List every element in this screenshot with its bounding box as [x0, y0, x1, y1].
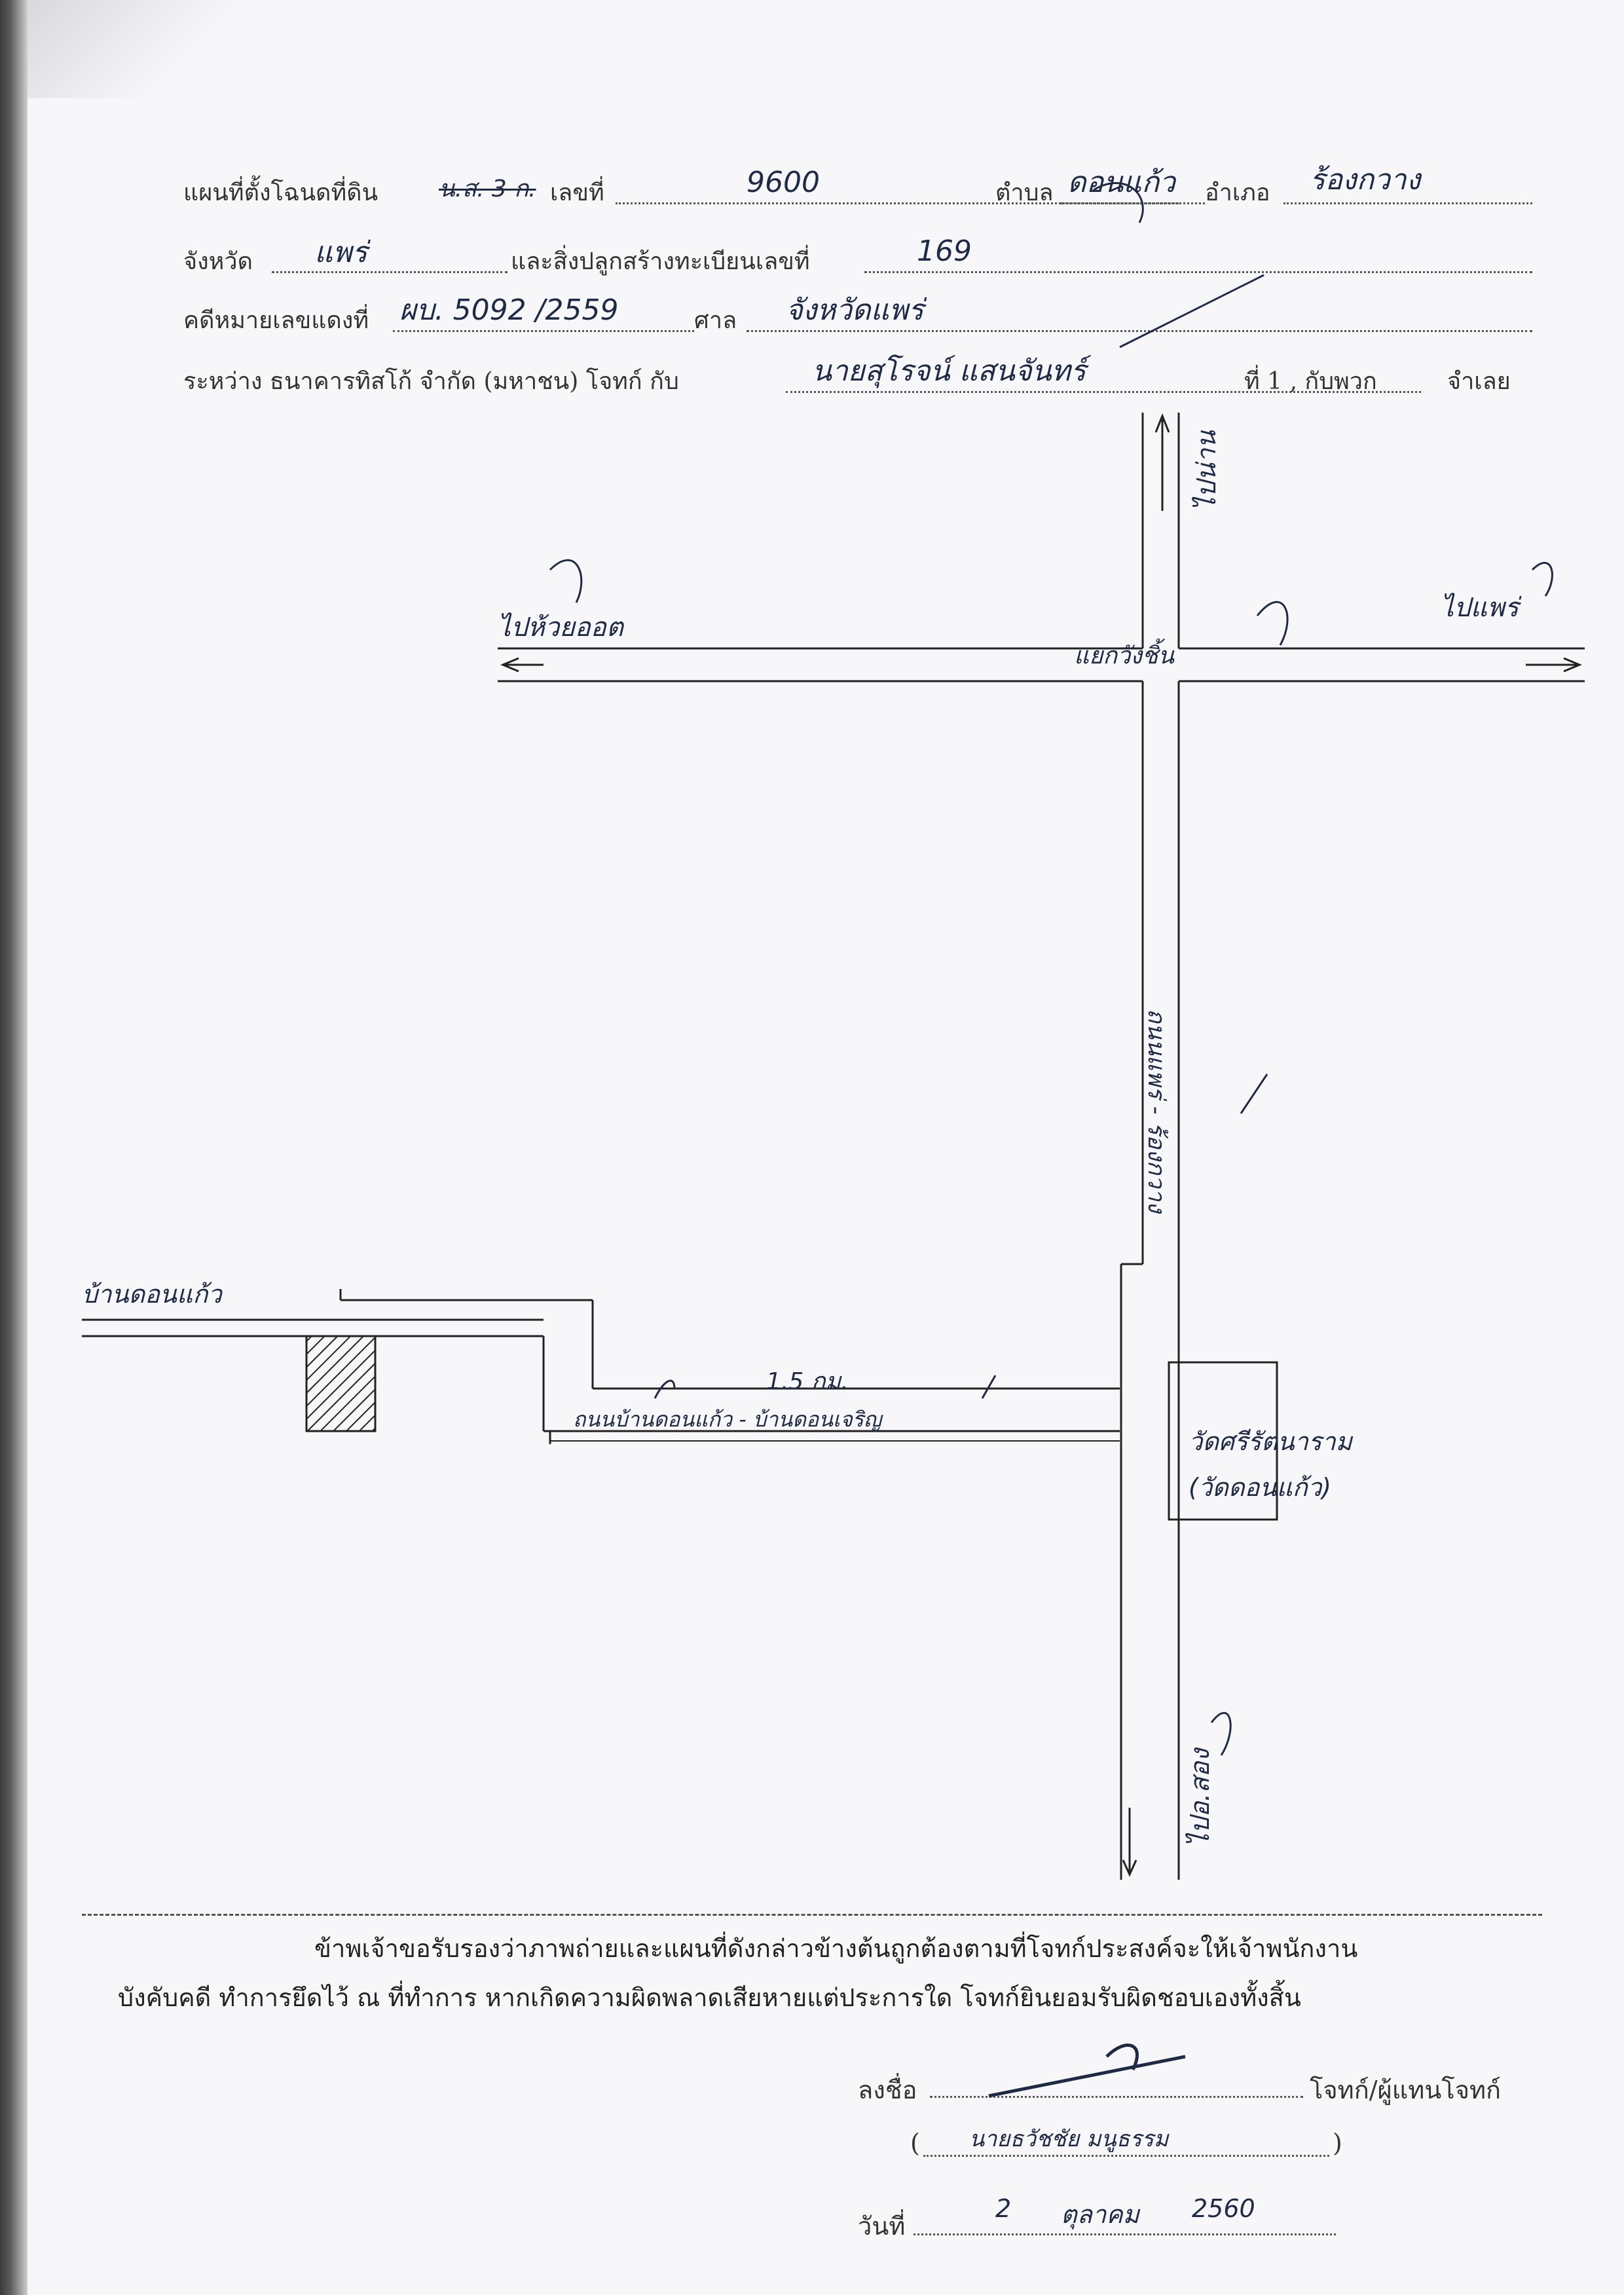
date-month: ตุลาคม — [1061, 2200, 1139, 2229]
label-suffix: ที่ 1 , กับพวก — [1244, 368, 1377, 395]
scan-edge — [0, 0, 28, 2295]
south-arrow-head — [1122, 1859, 1137, 1877]
distance-mark-left — [654, 1379, 676, 1399]
signer-name: นายธวัชชัย มนูธรรม — [969, 2126, 1169, 2152]
label-number: เลขที่ — [550, 179, 604, 206]
label-temple-alias: (วัดดอนแก้ว) — [1189, 1473, 1331, 1502]
pen-stroke-1 — [1119, 274, 1264, 348]
pen-stroke-2 — [1093, 182, 1144, 223]
pen-loop-east — [1531, 561, 1553, 597]
label-to-south: ไปอ.สอง — [1185, 1748, 1215, 1847]
form-line-1: แผนที่ตั้งโฉนดที่ดิน น.ส. 3 ก. เลขที่ 96… — [183, 163, 1532, 216]
label-side-road: ถนนบ้านดอนแก้ว - บ้านดอนเจริญ — [573, 1407, 882, 1432]
dots-district — [1283, 202, 1532, 204]
form-line-2: จังหวัด แพร่ และสิ่งปลูกสร้างทะเบียนเลขท… — [183, 234, 1532, 285]
dots-subdistrict — [1061, 202, 1205, 204]
paren-open: ( — [910, 2129, 920, 2157]
label-district: อำเภอ — [1205, 179, 1270, 206]
label-junction: แยกวังชิ้น — [1074, 643, 1174, 669]
form-line-3: คดีหมายเลขแดงที่ ผบ. 5092 /2559 ศาล จังห… — [183, 293, 1532, 344]
form-header: แผนที่ตั้งโฉนดที่ดิน น.ส. 3 ก. เลขที่ 96… — [0, 0, 1624, 458]
label-province: จังหวัด — [183, 248, 253, 275]
court-value: จังหวัดแพร่ — [786, 293, 924, 327]
label-distance: 1.5 กม. — [766, 1368, 849, 1395]
dots-date — [913, 2233, 1336, 2235]
label-date: วันที่ — [858, 2212, 906, 2241]
case-number: ผบ. 5092 /2559 — [399, 293, 619, 327]
location-map — [82, 413, 1585, 1880]
scan-shadow — [28, 0, 244, 98]
signature-mark — [988, 2043, 1186, 2098]
doc-type: น.ส. 3 ก. — [439, 176, 536, 202]
temple-box — [1168, 1361, 1278, 1521]
dots-number — [616, 202, 1179, 204]
label-village: บ้านดอนแก้ว — [82, 1280, 222, 1309]
label-map-title: แผนที่ตั้งโฉนดที่ดิน — [183, 179, 378, 206]
label-to-east: ไปแพร่ — [1441, 593, 1519, 623]
subdistrict-value: ดอนแก้ว — [1067, 166, 1175, 199]
dots-building — [864, 271, 1532, 273]
pen-loop-west — [549, 559, 583, 603]
label-court: ศาล — [694, 307, 737, 334]
label-to-north: ไปน่าน — [1192, 430, 1222, 511]
defendant-name: นายสุโรจน์ แสนจันทร์ — [812, 354, 1086, 388]
label-defendant-tail: จำเลย — [1447, 368, 1511, 395]
label-temple-name: วัดศรีรัตนาราม — [1189, 1427, 1352, 1456]
dots-signature — [930, 2096, 1303, 2098]
certification-line-1: ข้าพเจ้าขอรับรองว่าภาพถ่ายและแผนที่ดังกล… — [314, 1934, 1358, 1963]
pen-loop-junction — [1256, 601, 1289, 646]
label-main-road: ถนนแพร่ - ร้องกวาง — [1143, 1009, 1170, 1213]
east-arrow-head — [1563, 657, 1582, 673]
pen-loop-south — [1210, 1711, 1232, 1756]
label-plaintiff-role: โจทก์/ผู้แทนโจทก์ — [1310, 2076, 1502, 2104]
dots-defendant — [786, 391, 1421, 393]
label-sign: ลงชื่อ — [858, 2076, 917, 2104]
label-subdistrict: ตำบล — [995, 179, 1054, 206]
date-day: 2 — [995, 2194, 1012, 2223]
signature-block: ลงชื่อ โจทก์/ผู้แทนโจทก์ ( นายธวัชชัย มน… — [0, 2030, 1624, 2295]
pen-stroke-road — [1240, 1073, 1268, 1114]
header-scribbles — [1093, 182, 1264, 348]
west-arrow-head — [500, 657, 519, 673]
dots-court — [747, 330, 1532, 332]
form-line-4: ระหว่าง ธนาคารทิสโก้ จำกัด (มหาชน) โจทก์… — [183, 354, 1532, 405]
dots-province — [272, 271, 507, 273]
certification-line-2: บังคับคดี ทำการยึดไว้ ณ ที่ทำการ หากเกิด… — [118, 1983, 1301, 2012]
label-case: คดีหมายเลขแดงที่ — [183, 307, 369, 334]
north-arrow-head — [1154, 413, 1170, 433]
dots-case — [393, 330, 694, 332]
building-number: 169 — [917, 234, 972, 268]
province-value: แพร่ — [314, 236, 367, 269]
district-value: ร้องกวาง — [1310, 163, 1421, 196]
section-divider — [82, 1914, 1542, 1916]
land-plot-hatched — [305, 1335, 377, 1432]
label-between: ระหว่าง ธนาคารทิสโก้ จำกัด (มหาชน) โจทก์… — [183, 368, 679, 395]
dots-name — [923, 2155, 1329, 2157]
distance-mark-right — [981, 1375, 997, 1399]
date-year: 2560 — [1192, 2194, 1255, 2223]
label-to-west: ไปห้วยออต — [498, 612, 623, 643]
paren-close: ) — [1333, 2129, 1342, 2157]
land-number: 9600 — [747, 166, 820, 199]
label-building: และสิ่งปลูกสร้างทะเบียนเลขที่ — [511, 248, 810, 275]
